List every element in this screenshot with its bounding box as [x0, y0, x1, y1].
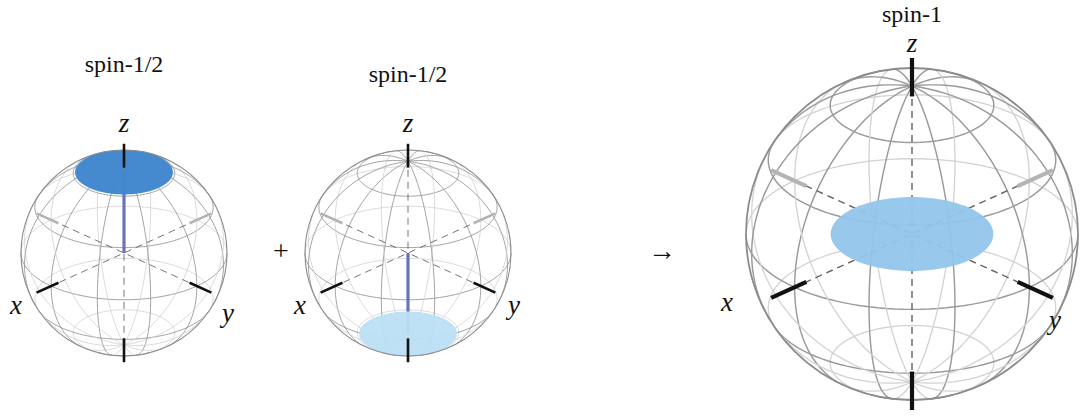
axis-label: z	[906, 30, 919, 57]
axis-label: x	[720, 289, 734, 316]
axis-tick	[190, 283, 212, 293]
spin-label: spin-1/2	[368, 62, 449, 86]
axis-tick	[910, 58, 914, 96]
axis-tick	[407, 144, 410, 168]
sphere-outline	[305, 150, 511, 356]
axis-tick	[771, 282, 806, 298]
axis-label: y	[221, 300, 235, 327]
axis-tick	[910, 372, 914, 410]
axis-tick-back	[37, 213, 59, 223]
bloch-sphere	[305, 144, 511, 362]
sphere-outline	[21, 150, 227, 356]
grid-line-back	[35, 205, 223, 346]
axis-tick-back	[190, 213, 212, 223]
spin-label: spin-1	[881, 2, 943, 26]
grid-line-back	[752, 156, 1055, 383]
axis-label: z	[118, 110, 131, 137]
axis-tick-back	[474, 213, 496, 223]
sphere-outline	[746, 68, 1078, 400]
uncertainty-disc	[831, 197, 994, 271]
operator-symbol: +	[272, 237, 290, 265]
axis-tick	[37, 283, 59, 293]
axis-label: x	[9, 292, 23, 319]
grid-line-front	[319, 160, 507, 305]
grid-line-back	[25, 205, 213, 346]
axis-tick	[474, 283, 496, 293]
axis-label: x	[293, 292, 307, 319]
grid-line-back	[769, 156, 1072, 383]
axis-tick-back	[321, 213, 343, 223]
axis-tick-back	[771, 170, 806, 186]
bloch-sphere	[746, 58, 1078, 410]
axis-tick-back	[1018, 170, 1053, 186]
spin-label: spin-1/2	[84, 52, 165, 76]
operator-symbol: →	[647, 237, 677, 265]
axis-tick	[123, 338, 126, 362]
bloch-sphere	[21, 144, 227, 362]
grid-line-front	[309, 160, 497, 305]
grid-line-front	[769, 85, 1072, 319]
grid-line-front	[752, 85, 1055, 319]
axis-tick	[123, 144, 126, 168]
axis-tick	[407, 338, 410, 362]
axis-label: y	[507, 292, 521, 319]
axis-label: y	[1048, 307, 1062, 334]
axis-tick	[321, 283, 343, 293]
axis-tick	[1018, 282, 1053, 298]
axis-label: z	[402, 110, 415, 137]
